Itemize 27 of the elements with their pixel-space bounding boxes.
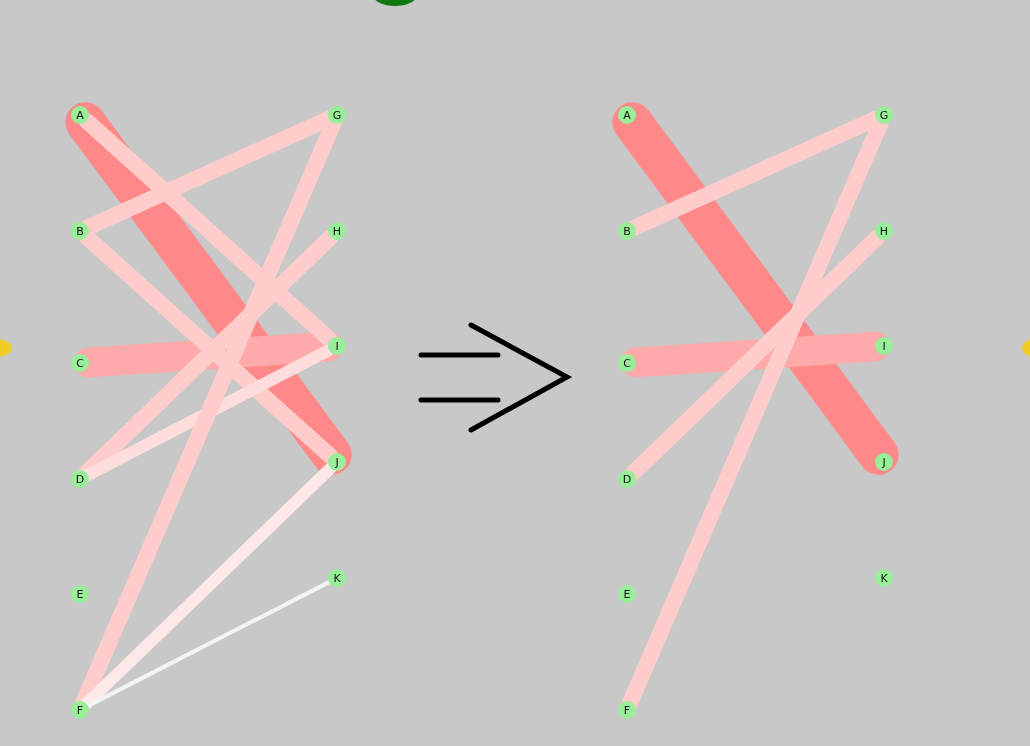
connector-line: [86, 580, 331, 708]
vertex-dot: K: [328, 569, 346, 587]
highlight-band: [612, 102, 899, 475]
vertex-dot: C: [71, 354, 89, 372]
connector-line: [625, 229, 886, 481]
vertex-dot: I: [875, 337, 893, 355]
highlight-band: [65, 102, 352, 475]
vertex-dot: B: [71, 222, 89, 240]
vertex-dot: K: [875, 569, 893, 587]
vertex-dot: D: [618, 470, 636, 488]
highlight-band: [74, 331, 343, 378]
vertex-dot: H: [328, 222, 346, 240]
connector-line: [82, 344, 335, 481]
connector-line: [78, 113, 339, 348]
vertex-dot: F: [618, 701, 636, 719]
vertex-dot: G: [328, 106, 346, 124]
vertex-dot: B: [618, 222, 636, 240]
vertex-dot: G: [875, 106, 893, 124]
vertex-dot: E: [618, 585, 636, 603]
vertex-dot: F: [71, 701, 89, 719]
vertex-dot: H: [875, 222, 893, 240]
vertex-dot: C: [618, 354, 636, 372]
highlight-band: [621, 331, 890, 378]
vertex-dot: I: [328, 337, 346, 355]
connector-line: [80, 462, 337, 710]
vertex-dot: E: [71, 585, 89, 603]
vertex-dot: D: [71, 470, 89, 488]
